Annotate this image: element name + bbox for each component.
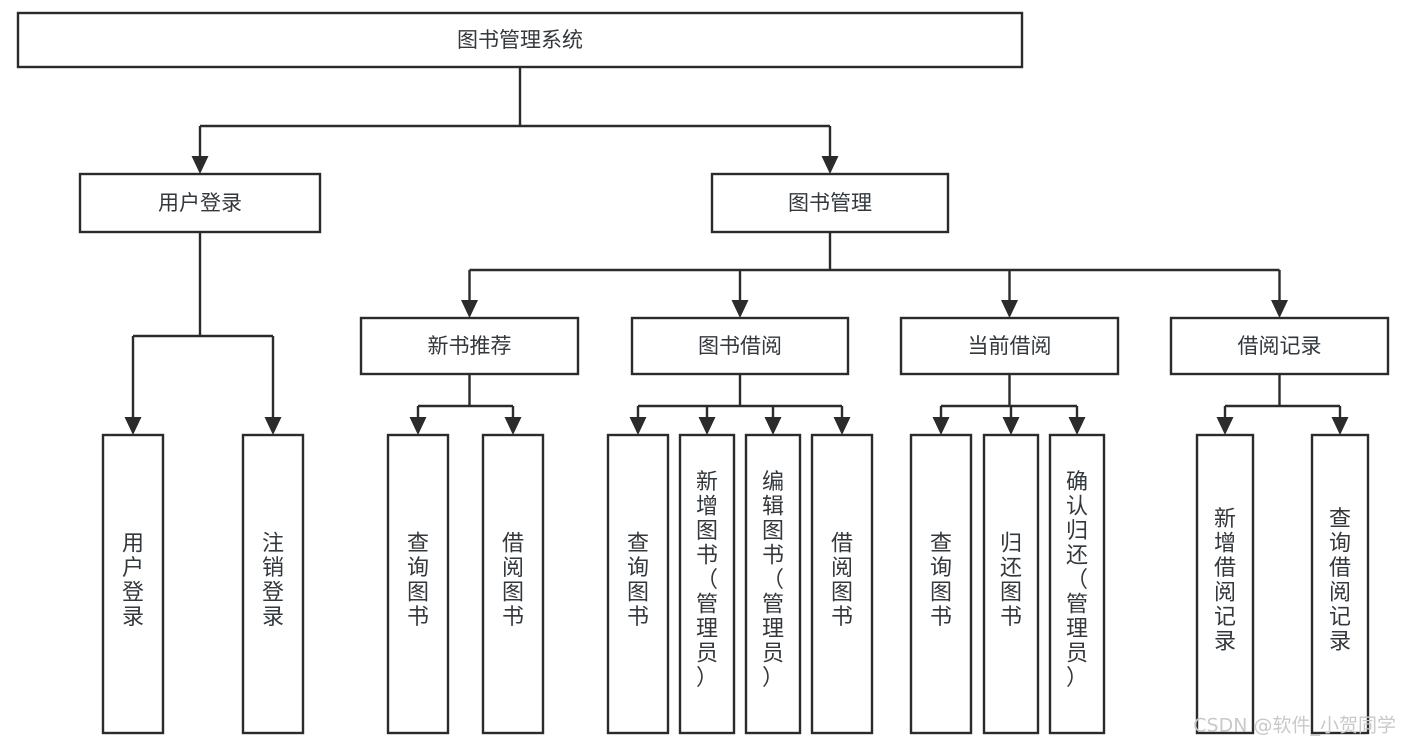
node-leaf-query-book-borrow[interactable]: 查询图书 — [606, 433, 670, 735]
node-current-borrow[interactable]: 当前借阅 — [899, 316, 1120, 376]
node-leaf-query-book-recommend-label: 查询图书 — [407, 531, 429, 630]
node-leaf-logout[interactable]: 注销登录 — [241, 433, 305, 735]
node-leaf-borrow-book-recommend-label: 借阅图书 — [502, 531, 524, 630]
node-leaf-query-book-recommend-box[interactable] — [386, 433, 450, 735]
conn-user-login-branch-1-arrowhead-icon — [264, 417, 282, 435]
node-leaf-user-login-box[interactable] — [101, 433, 165, 735]
node-leaf-query-book-current-box[interactable] — [909, 433, 973, 735]
node-leaf-logout-box[interactable] — [241, 433, 305, 735]
conn-borrow-record-branch-1-arrowhead-icon — [1331, 417, 1349, 435]
conn-book-borrow-branch-2-arrowhead-icon — [764, 417, 782, 435]
csdn-watermark: CSDN @软件_小贺同学 — [1193, 715, 1396, 737]
node-leaf-borrow-book-label: 借阅图书 — [831, 531, 853, 630]
node-leaf-confirm-return-admin-box[interactable] — [1048, 433, 1106, 735]
conn-root-branch-1-arrowhead-icon — [821, 156, 839, 174]
conn-current-borrow-branch-2-arrowhead-icon — [1068, 417, 1086, 435]
node-leaf-add-borrow-record[interactable]: 新增借阅记录 — [1195, 433, 1255, 735]
conn-new-book-recommend-branch-1-arrowhead-icon — [504, 417, 522, 435]
node-leaf-user-login[interactable]: 用户登录 — [101, 433, 165, 735]
node-root[interactable]: 图书管理系统 — [16, 11, 1024, 69]
node-leaf-edit-book-admin-box[interactable] — [744, 433, 802, 735]
node-user-login[interactable]: 用户登录 — [78, 172, 322, 234]
node-leaf-add-book-admin-label: 新增图书（管理员） — [696, 470, 718, 691]
conn-current-borrow-branch-1-arrowhead-icon — [1002, 417, 1020, 435]
node-leaf-query-book-current-label: 查询图书 — [930, 531, 952, 630]
node-leaf-add-borrow-record-box[interactable] — [1195, 433, 1255, 735]
node-book-borrow-label: 图书借阅 — [698, 334, 782, 358]
node-new-book-recommend-box[interactable] — [359, 316, 580, 376]
conn-book-management-branch-2-arrowhead-icon — [1001, 300, 1018, 318]
node-leaf-borrow-book[interactable]: 借阅图书 — [810, 433, 874, 735]
node-leaf-add-book-admin-box[interactable] — [678, 433, 736, 735]
node-leaf-borrow-book-recommend-box[interactable] — [481, 433, 545, 735]
conn-current-borrow-branch-0-arrowhead-icon — [932, 417, 950, 435]
node-leaf-add-book-admin[interactable]: 新增图书（管理员） — [678, 433, 736, 735]
conn-borrow-record-branch-0-arrowhead-icon — [1216, 417, 1234, 435]
node-borrow-record-label: 借阅记录 — [1238, 334, 1322, 358]
node-current-borrow-label: 当前借阅 — [968, 334, 1052, 358]
connector-layer — [124, 67, 1349, 435]
node-leaf-return-book-label: 归还图书 — [1000, 531, 1022, 630]
conn-book-borrow-branch-3-arrowhead-icon — [833, 417, 851, 435]
node-borrow-record-box[interactable] — [1169, 316, 1390, 376]
conn-root-branch-0-arrowhead-icon — [191, 156, 209, 174]
node-leaf-confirm-return-admin-label: 确认归还（管理员） — [1066, 470, 1088, 691]
node-root-box[interactable] — [16, 11, 1024, 69]
node-leaf-return-book-box[interactable] — [982, 433, 1040, 735]
node-leaf-borrow-book-recommend[interactable]: 借阅图书 — [481, 433, 545, 735]
node-leaf-query-borrow-record-label: 查询借阅记录 — [1329, 507, 1351, 655]
node-leaf-query-book-recommend[interactable]: 查询图书 — [386, 433, 450, 735]
node-leaf-query-borrow-record[interactable]: 查询借阅记录 — [1310, 433, 1370, 735]
node-book-borrow-box[interactable] — [630, 316, 850, 376]
node-root-label: 图书管理系统 — [457, 28, 583, 52]
conn-book-management-branch-3-arrowhead-icon — [1271, 300, 1288, 318]
node-leaf-edit-book-admin-label: 编辑图书（管理员） — [762, 470, 784, 691]
node-leaf-edit-book-admin[interactable]: 编辑图书（管理员） — [744, 433, 802, 735]
node-current-borrow-box[interactable] — [899, 316, 1120, 376]
node-leaf-query-borrow-record-box[interactable] — [1310, 433, 1370, 735]
node-user-login-box[interactable] — [78, 172, 322, 234]
conn-book-borrow-branch-0-arrowhead-icon — [629, 417, 647, 435]
node-leaf-borrow-book-box[interactable] — [810, 433, 874, 735]
node-leaf-logout-label: 注销登录 — [262, 531, 284, 630]
node-new-book-recommend-label: 新书推荐 — [428, 334, 512, 358]
node-book-management-label: 图书管理 — [788, 191, 872, 215]
node-layer: 图书管理系统用户登录图书管理新书推荐图书借阅当前借阅借阅记录用户登录注销登录查询… — [16, 11, 1390, 735]
node-leaf-query-book-current[interactable]: 查询图书 — [909, 433, 973, 735]
node-leaf-query-book-borrow-label: 查询图书 — [627, 531, 649, 630]
conn-book-management-branch-1-arrowhead-icon — [731, 300, 749, 318]
node-leaf-confirm-return-admin[interactable]: 确认归还（管理员） — [1048, 433, 1106, 735]
conn-user-login-branch-0-arrowhead-icon — [124, 417, 142, 435]
node-book-borrow[interactable]: 图书借阅 — [630, 316, 850, 376]
node-new-book-recommend[interactable]: 新书推荐 — [359, 316, 580, 376]
conn-new-book-recommend-branch-0-arrowhead-icon — [409, 417, 427, 435]
conn-book-borrow-branch-1-arrowhead-icon — [698, 417, 716, 435]
node-leaf-user-login-label: 用户登录 — [122, 531, 144, 630]
conn-book-management-branch-0-arrowhead-icon — [461, 300, 478, 318]
node-leaf-query-book-borrow-box[interactable] — [606, 433, 670, 735]
node-leaf-add-borrow-record-label: 新增借阅记录 — [1214, 507, 1236, 655]
node-user-login-label: 用户登录 — [158, 191, 242, 215]
node-book-management[interactable]: 图书管理 — [710, 172, 950, 234]
node-borrow-record[interactable]: 借阅记录 — [1169, 316, 1390, 376]
node-leaf-return-book[interactable]: 归还图书 — [982, 433, 1040, 735]
node-book-management-box[interactable] — [710, 172, 950, 234]
